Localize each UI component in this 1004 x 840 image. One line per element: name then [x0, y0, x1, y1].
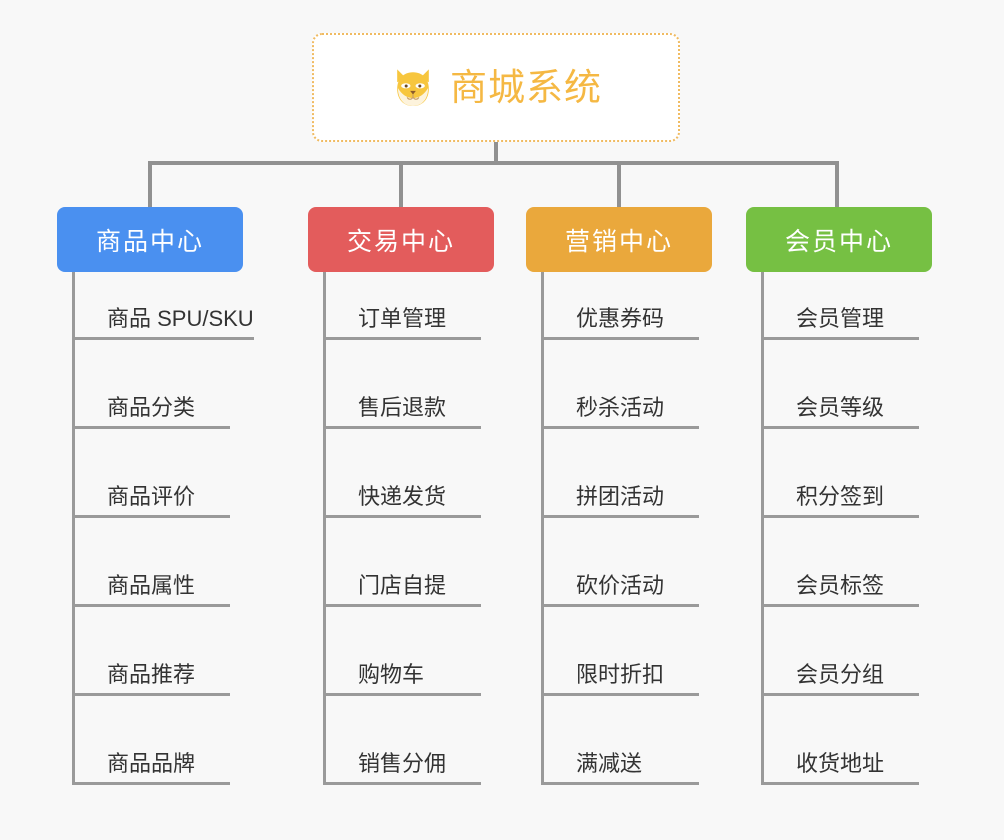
- list-item[interactable]: 商品推荐: [75, 607, 230, 696]
- root-node[interactable]: 商城系统: [312, 33, 680, 142]
- list-item[interactable]: 订单管理: [326, 272, 481, 340]
- shiba-dog-icon: [397, 68, 429, 106]
- list-item[interactable]: 收货地址: [764, 696, 919, 785]
- branch-marketing-center: 营销中心 优惠券码 秒杀活动 拼团活动 砍价活动 限时折扣 满减送: [526, 207, 712, 785]
- list-item[interactable]: 优惠券码: [544, 272, 699, 340]
- list-item[interactable]: 会员等级: [764, 340, 919, 429]
- list-item[interactable]: 购物车: [326, 607, 481, 696]
- list-item[interactable]: 商品 SPU/SKU: [75, 272, 254, 340]
- branch-header-product-center[interactable]: 商品中心: [57, 207, 243, 272]
- connector-drop-2: [399, 161, 403, 207]
- list-item[interactable]: 拼团活动: [544, 429, 699, 518]
- list-item[interactable]: 商品品牌: [75, 696, 230, 785]
- branch-header-marketing-center[interactable]: 营销中心: [526, 207, 712, 272]
- connector-drop-3: [617, 161, 621, 207]
- root-title: 商城系统: [450, 67, 602, 108]
- branch-trade-center: 交易中心 订单管理 售后退款 快递发货 门店自提 购物车 销售分佣: [308, 207, 494, 785]
- list-item[interactable]: 会员管理: [764, 272, 919, 340]
- branch-list-product-center: 商品 SPU/SKU 商品分类 商品评价 商品属性 商品推荐 商品品牌: [72, 272, 254, 785]
- list-item[interactable]: 销售分佣: [326, 696, 481, 785]
- branch-list-trade-center: 订单管理 售后退款 快递发货 门店自提 购物车 销售分佣: [323, 272, 494, 785]
- list-item[interactable]: 砍价活动: [544, 518, 699, 607]
- list-item[interactable]: 会员标签: [764, 518, 919, 607]
- connector-root-stem: [494, 142, 498, 164]
- branch-member-center: 会员中心 会员管理 会员等级 积分签到 会员标签 会员分组 收货地址: [746, 207, 932, 785]
- list-item[interactable]: 积分签到: [764, 429, 919, 518]
- branch-header-trade-center[interactable]: 交易中心: [308, 207, 494, 272]
- list-item[interactable]: 会员分组: [764, 607, 919, 696]
- list-item[interactable]: 限时折扣: [544, 607, 699, 696]
- list-item[interactable]: 秒杀活动: [544, 340, 699, 429]
- list-item[interactable]: 商品属性: [75, 518, 230, 607]
- list-item[interactable]: 商品分类: [75, 340, 230, 429]
- branch-list-marketing-center: 优惠券码 秒杀活动 拼团活动 砍价活动 限时折扣 满减送: [541, 272, 712, 785]
- branch-list-member-center: 会员管理 会员等级 积分签到 会员标签 会员分组 收货地址: [761, 272, 932, 785]
- connector-drop-1: [148, 161, 152, 207]
- branch-header-member-center[interactable]: 会员中心: [746, 207, 932, 272]
- connector-drop-4: [835, 161, 839, 207]
- list-item[interactable]: 门店自提: [326, 518, 481, 607]
- connector-horizontal-bus: [148, 161, 838, 165]
- list-item[interactable]: 商品评价: [75, 429, 230, 518]
- list-item[interactable]: 售后退款: [326, 340, 481, 429]
- list-item[interactable]: 满减送: [544, 696, 699, 785]
- list-item[interactable]: 快递发货: [326, 429, 481, 518]
- branch-product-center: 商品中心 商品 SPU/SKU 商品分类 商品评价 商品属性 商品推荐 商品品牌: [57, 207, 254, 785]
